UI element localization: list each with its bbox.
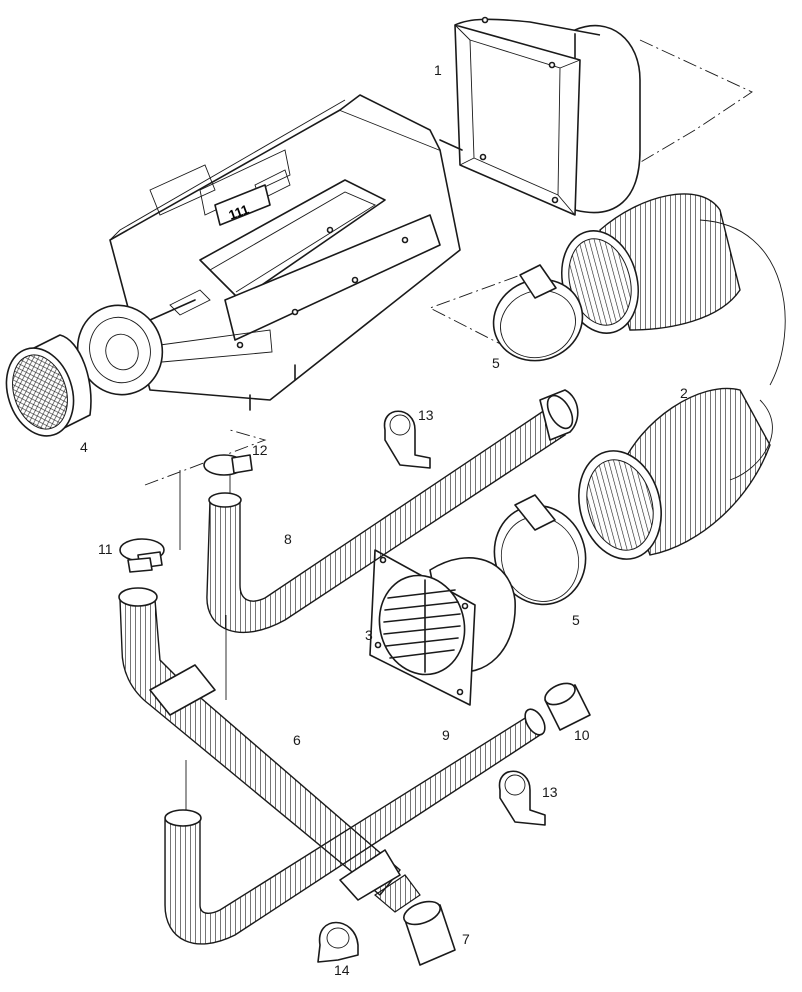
- label-13-lower: 13: [542, 784, 558, 800]
- part-9-lower-hose: [164, 708, 546, 945]
- part-6-main-hose: [118, 587, 421, 913]
- part-11-small-clamp: [119, 538, 165, 573]
- label-10: 10: [574, 727, 590, 743]
- assembly-guide-lines: [144, 39, 786, 812]
- label-5-lower: 5: [572, 612, 580, 628]
- part-8-elbow-hose: [206, 389, 579, 634]
- label-2: 2: [680, 385, 688, 401]
- label-7: 7: [462, 931, 470, 947]
- part-12-small-clamp: [203, 454, 253, 476]
- label-14: 14: [334, 962, 350, 978]
- part-14-pipe-strap: [317, 921, 359, 963]
- vent-louvers: [383, 579, 461, 673]
- part-3-air-outlet-vent: [369, 549, 516, 706]
- part-2-flexible-duct-lower: [578, 387, 771, 560]
- label-12: 12: [252, 442, 268, 458]
- part-5-hose-clamp-upper: [492, 264, 584, 362]
- label-3: 3: [365, 627, 373, 643]
- label-4: 4: [80, 439, 88, 455]
- part-13-pipe-strap-upper: [383, 410, 431, 469]
- part-13-pipe-strap-lower: [498, 770, 546, 826]
- label-1: 1: [434, 62, 442, 78]
- label-11: 11: [98, 541, 113, 557]
- label-6: 6: [293, 732, 301, 748]
- label-5-upper: 5: [492, 355, 500, 371]
- heater-body: 111: [109, 94, 463, 411]
- part-4-grille-cap: [5, 334, 92, 437]
- label-9: 9: [442, 727, 450, 743]
- part-7-end-sleeve: [403, 900, 456, 966]
- heater-intake-ring: [76, 304, 164, 396]
- part-5-hose-clamp-lower: [493, 494, 587, 606]
- part-1-air-hood: [454, 16, 641, 216]
- label-8: 8: [284, 531, 292, 547]
- part-labels: 1 2 3 4 5 5 6 7 8 9 10 11 12 13 13 14: [80, 62, 688, 978]
- part-10-end-sleeve: [544, 682, 591, 731]
- label-13-upper: 13: [418, 407, 434, 423]
- heater-logo-text: 111: [227, 202, 251, 223]
